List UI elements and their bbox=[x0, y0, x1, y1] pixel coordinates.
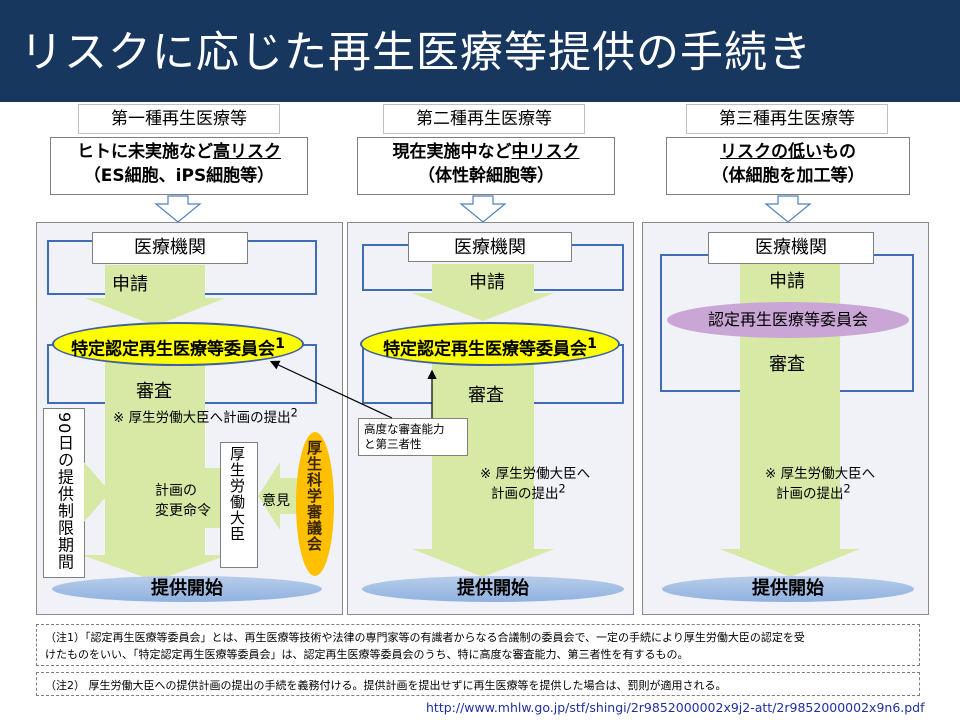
callout-line2: と第三者性 bbox=[364, 437, 422, 451]
start-bar-type1: 提供開始 bbox=[52, 576, 322, 602]
apply-label: 申請 bbox=[469, 272, 505, 293]
callout-arrow-left-icon bbox=[269, 360, 393, 419]
footnote-ref: 1 bbox=[275, 336, 285, 352]
review-label: 審査 bbox=[468, 385, 504, 406]
review-arrow-icon bbox=[720, 549, 860, 577]
desc-text: ヒトに未実施など bbox=[77, 142, 213, 162]
desc-text: 現在実施中など bbox=[392, 142, 512, 162]
desc-text: もの bbox=[822, 142, 856, 162]
footnote-ref: 2 bbox=[843, 482, 851, 496]
note2-box: （注2） 厚生労働大臣への提供計画の提出の手続を義務付ける。提供計画を提出せずに… bbox=[36, 672, 920, 696]
committee-ellipse-type2: 特定認定再生医療等委員会1 bbox=[360, 322, 620, 366]
apply-arrow-icon bbox=[412, 293, 554, 321]
council-text: 厚生科学審議会 bbox=[305, 440, 323, 552]
days-limit-box bbox=[43, 408, 85, 578]
desc-example: （体性幹細胞等） bbox=[418, 166, 554, 186]
apply-arrow-icon bbox=[85, 298, 225, 326]
minister-note-l1: ※ 厚生労働大臣へ bbox=[765, 466, 876, 482]
ministry-box bbox=[220, 442, 258, 568]
committee-ellipse-type1: 特定認定再生医療等委員会1 bbox=[52, 322, 304, 366]
review-arrow-icon bbox=[82, 555, 228, 581]
note2-line: （注2） 厚生労働大臣への提供計画の提出の手続を義務付ける。提供計画を提出せずに… bbox=[45, 679, 727, 692]
note1-line2: けたものをいい、「特定認定再生医療等委員会」は、認定再生医療等委員会のうち、特に… bbox=[45, 648, 689, 661]
down-arrow-icon bbox=[459, 195, 507, 223]
footnote-ref: 2 bbox=[290, 406, 298, 420]
down-arrow-icon bbox=[764, 195, 812, 223]
down-arrow-icon bbox=[154, 195, 202, 223]
change-order-l2: 変更命令 bbox=[155, 503, 211, 519]
note1-box: （注1）「認定再生医療等委員会」とは、再生医療等技術や法律の専門家等の有識者から… bbox=[36, 624, 920, 666]
tab-type2: 第二種再生医療等 bbox=[383, 104, 585, 134]
risk-desc-type3: リスクの低いもの （体細胞を加工等） bbox=[666, 137, 910, 195]
review-arrow-icon bbox=[412, 549, 554, 577]
risk-level: 高リスク bbox=[213, 142, 281, 162]
days-arrow-icon bbox=[84, 462, 110, 522]
ministry-text: 厚生労働大臣 bbox=[228, 446, 246, 542]
source-url[interactable]: http://www.mhlw.go.jp/stf/shingi/2r98520… bbox=[426, 700, 925, 715]
change-order-l1: 計画の bbox=[155, 483, 197, 499]
apply-shaft bbox=[432, 264, 534, 294]
callout-box bbox=[358, 418, 468, 456]
review-label: 審査 bbox=[769, 354, 805, 375]
committee-label: 特定認定再生医療等委員会 bbox=[71, 339, 276, 360]
institution-box: 医療機関 bbox=[408, 232, 572, 262]
risk-level: 中リスク bbox=[511, 142, 580, 162]
tab-type1: 第一種再生医療等 bbox=[78, 104, 280, 134]
risk-level: リスクの低い bbox=[720, 142, 822, 162]
committee-ellipse-type3: 認定再生医療等委員会 bbox=[667, 302, 909, 338]
minister-note: ※ 厚生労働大臣へ計画の提出2 bbox=[113, 406, 298, 427]
apply-label: 申請 bbox=[769, 271, 805, 292]
review-label: 審査 bbox=[136, 381, 172, 402]
minister-text: ※ 厚生労働大臣へ計画の提出 bbox=[113, 410, 291, 426]
title-bar bbox=[0, 0, 960, 102]
tab-type3: 第三種再生医療等 bbox=[686, 104, 888, 134]
footnote-ref: 2 bbox=[558, 482, 566, 496]
apply-shaft bbox=[105, 265, 205, 299]
council-ellipse bbox=[296, 432, 334, 576]
minister-note-l2: 計画の提出2 bbox=[776, 482, 851, 503]
days-limit-text: 90日の提供制限期間 bbox=[55, 412, 74, 571]
apply-label: 申請 bbox=[112, 274, 148, 295]
start-bar-type2: 提供開始 bbox=[362, 576, 624, 602]
desc-example: （ES細胞、iPS細胞等） bbox=[83, 166, 275, 186]
opinion-label: 意見 bbox=[262, 493, 290, 509]
opinion-arrow-icon bbox=[258, 462, 302, 530]
minister-note-l2: 計画の提出2 bbox=[491, 482, 566, 503]
callout-text: 高度な審査能力 と第三者性 bbox=[364, 422, 445, 452]
desc-example: （体細胞を加工等） bbox=[711, 166, 865, 186]
institution-box: 医療機関 bbox=[92, 232, 248, 264]
minister-text: 計画の提出 bbox=[776, 486, 844, 502]
footnote-ref: 1 bbox=[587, 336, 597, 352]
institution-box: 医療機関 bbox=[708, 232, 874, 264]
page-title: リスクに応じた再生医療等提供の手続き bbox=[20, 28, 812, 78]
callout-line1: 高度な審査能力 bbox=[364, 422, 445, 436]
start-bar-type3: 提供開始 bbox=[662, 576, 914, 602]
change-order-arrow-icon bbox=[148, 450, 224, 546]
risk-desc-type2: 現在実施中など中リスク （体性幹細胞等） bbox=[357, 137, 615, 195]
note1-line1: （注1）「認定再生医療等委員会」とは、再生医療等技術や法律の専門家等の有識者から… bbox=[45, 631, 805, 644]
risk-desc-type1: ヒトに未実施など高リスク （ES細胞、iPS細胞等） bbox=[50, 137, 308, 195]
minister-note-l1: ※ 厚生労働大臣へ bbox=[480, 466, 591, 482]
committee-label: 特定認定再生医療等委員会 bbox=[383, 339, 588, 360]
minister-text: 計画の提出 bbox=[491, 486, 559, 502]
